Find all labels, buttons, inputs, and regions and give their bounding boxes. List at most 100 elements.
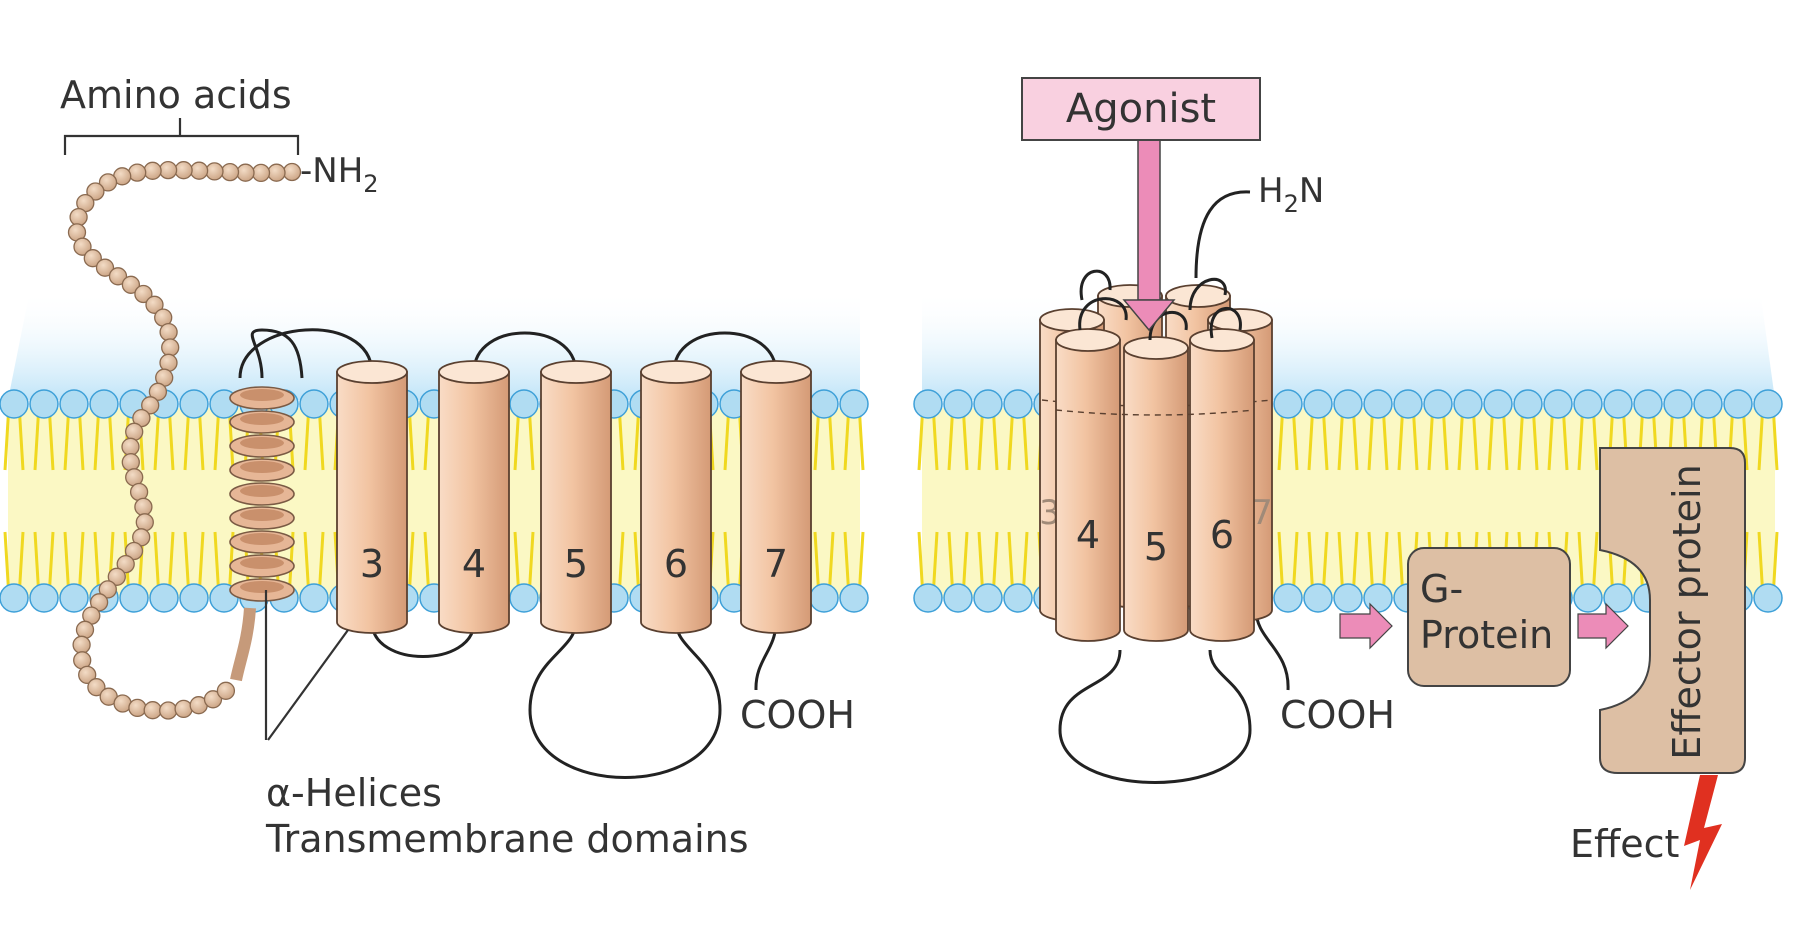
transmembrane-domain-6: 6 (640, 360, 712, 634)
agonist-box (1021, 77, 1261, 141)
amino-acids-bracket (63, 134, 300, 155)
bundle-domain-4-number: 4 (1076, 513, 1100, 557)
g-protein-box (1407, 547, 1571, 687)
lipid-head (119, 583, 149, 613)
g-protein-label-2: Protein (1420, 613, 1553, 657)
bundle-domain-6-number: 6 (1210, 513, 1234, 557)
amino-acid-bead (116, 554, 135, 574)
transmembrane-domain-7-number: 7 (764, 542, 788, 586)
agonist-arrow (1122, 139, 1176, 332)
amino-acid-bead (141, 396, 160, 415)
lipid-head (943, 583, 973, 613)
amino-acid-bead (282, 162, 302, 182)
right-bottom-loop (1058, 649, 1252, 784)
h2n-label: H2N (1258, 171, 1324, 218)
transmembrane-domain-5: 5 (540, 360, 612, 634)
lipid-head (1573, 583, 1603, 613)
bundle-domain-5: 5 (1123, 336, 1189, 642)
lipid-head (1483, 389, 1513, 419)
signal-arrow-1 (1339, 602, 1393, 650)
cooh-right-label: COOH (1280, 693, 1395, 737)
alpha-helix-coil (229, 328, 304, 682)
lipid-head (973, 583, 1003, 613)
lipid-head (1273, 389, 1303, 419)
lipid-head (839, 583, 869, 613)
transmembrane-domain-5-number: 5 (564, 542, 588, 586)
lipid-head (509, 583, 539, 613)
amino-acid-bead (134, 284, 153, 304)
amino-acid-bead (251, 163, 271, 183)
loop-6-7 (672, 331, 778, 373)
lipid-head (509, 389, 539, 419)
amino-acid-bead (89, 593, 109, 612)
lipid-head (1003, 583, 1033, 613)
lipid-head (1333, 583, 1363, 613)
lipid-head (1573, 389, 1603, 419)
amino-acid-bead (121, 453, 140, 472)
amino-acid-bead (86, 182, 105, 201)
amino-acid-bead (174, 699, 193, 719)
amino-acid-bead (69, 207, 88, 227)
lipid-head (1633, 389, 1663, 419)
amino-acid-bead (108, 267, 128, 286)
effector-protein-label: Effector protein (1665, 464, 1709, 759)
amino-acid-bead (95, 258, 115, 277)
loop-5-6-bottom (528, 621, 722, 779)
lipid-head (1333, 389, 1363, 419)
amino-acid-bead (267, 163, 286, 182)
bundle-loop-a (1079, 269, 1112, 301)
effect-label: Effect (1570, 822, 1679, 866)
nh2-label: -NH2 (300, 151, 379, 198)
amino-acid-bead (124, 541, 144, 561)
lipid-head (809, 389, 839, 419)
amino-acid-bead (216, 681, 236, 700)
bundle-loop-d (1209, 306, 1242, 339)
amino-acid-bead (203, 690, 223, 709)
loop-4-5 (472, 331, 578, 373)
lipid-head (809, 583, 839, 613)
transmembrane-domain-4-number: 4 (462, 542, 486, 586)
loop-3-4-bottom (370, 621, 476, 658)
bundle-loop-c (1148, 310, 1188, 341)
lipid-head (89, 389, 119, 419)
amino-acid-bead (143, 161, 162, 180)
amino-acid-bead (128, 163, 147, 182)
amino-acid-bead (205, 162, 224, 181)
amino-acid-bead (159, 322, 178, 342)
lipid-head (1603, 583, 1633, 613)
lipid-head (839, 389, 869, 419)
amino-acid-bead (236, 163, 255, 182)
lipid-head (1543, 389, 1573, 419)
amino-acid-bead (143, 701, 162, 720)
transmembrane-domain-6-number: 6 (664, 542, 688, 586)
amino-acid-bead (128, 698, 147, 718)
alpha-helices-label: α-Helices (266, 771, 442, 815)
leader-line-domain3 (267, 629, 349, 741)
transmembrane-domains-label: Transmembrane domains (265, 817, 749, 861)
lipid-head (973, 389, 1003, 419)
agonist-label: Agonist (1066, 86, 1216, 132)
lipid-head (1513, 389, 1543, 419)
amino-acid-bead (161, 338, 180, 357)
lipid-head (1663, 389, 1693, 419)
amino-acid-bead (125, 422, 144, 441)
amino-acid-bead (78, 665, 97, 685)
amino-acid-bead (174, 161, 193, 180)
lipid-head (179, 389, 209, 419)
lipid-head (913, 583, 943, 613)
transmembrane-domain-4: 4 (438, 360, 510, 634)
amino-acid-bead (72, 635, 91, 654)
amino-acid-bead (107, 567, 126, 586)
lipid-head (59, 583, 89, 613)
lipid-head (179, 583, 209, 613)
domain-7-number: 7 (1251, 493, 1273, 533)
amino-acid-bead (220, 162, 240, 182)
lipid-head (299, 389, 329, 419)
cooh-tail-right (1254, 609, 1290, 691)
lipid-head (1723, 389, 1753, 419)
amino-acid-bead (87, 678, 106, 697)
lipid-head (943, 389, 973, 419)
lipid-head (1273, 583, 1303, 613)
